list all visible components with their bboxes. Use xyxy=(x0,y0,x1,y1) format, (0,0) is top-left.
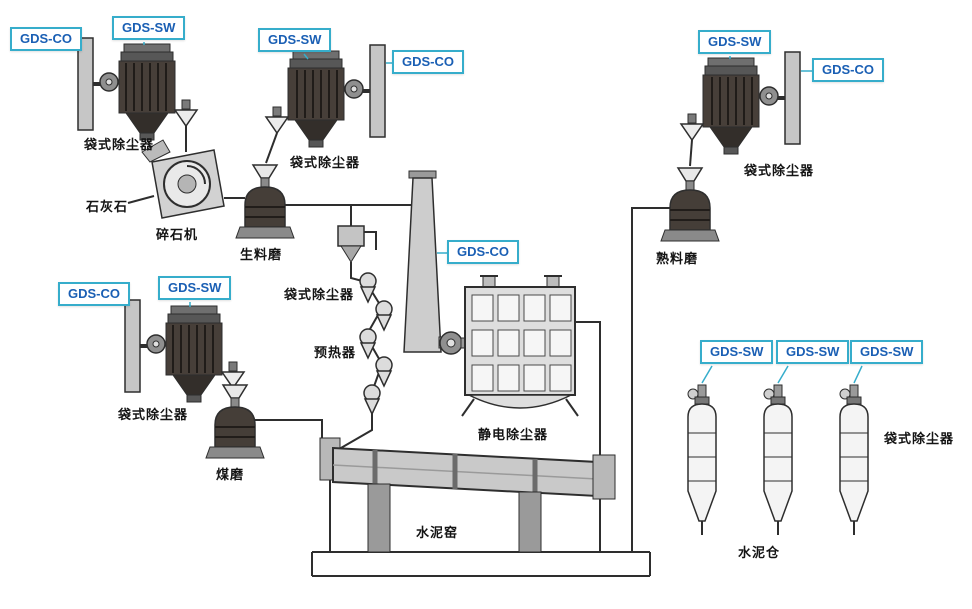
sensor-box-gds-sw-1: GDS-SW xyxy=(112,16,186,41)
bag-filter-3-drawing xyxy=(337,225,365,263)
label-bag-filter-4: 袋式除尘器 xyxy=(744,163,815,178)
bag-filter-2-drawing xyxy=(264,43,387,149)
label-limestone: 石灰石 xyxy=(86,199,129,214)
kiln-stack-drawing xyxy=(403,170,467,355)
coal-mill-drawing xyxy=(205,384,265,459)
label-clinker-mill: 熟料磨 xyxy=(656,251,699,266)
sensor-box-gds-sw-5: GDS-SW xyxy=(700,340,774,365)
label-crusher: 碎石机 xyxy=(156,227,199,242)
sensor-box-gds-co-4: GDS-CO xyxy=(447,240,519,265)
crusher-drawing xyxy=(141,139,225,219)
clinker-mill-drawing xyxy=(660,167,720,242)
label-esp: 静电除尘器 xyxy=(478,427,549,442)
esp-drawing xyxy=(461,275,579,417)
label-bag-filter-2: 袋式除尘器 xyxy=(290,155,361,170)
sensor-box-gds-sw-2: GDS-SW xyxy=(258,28,332,53)
sensor-box-gds-co-2: GDS-CO xyxy=(392,50,464,75)
cement-silo-2-drawing xyxy=(763,384,793,536)
preheater-drawing xyxy=(359,272,393,415)
bag-filter-1-drawing xyxy=(76,36,199,142)
label-bag-filter-6: 袋式除尘器 xyxy=(884,431,955,446)
label-raw-mill: 生料磨 xyxy=(240,247,283,262)
label-coal-mill: 煤磨 xyxy=(216,467,245,482)
label-bag-filter-5: 袋式除尘器 xyxy=(118,407,189,422)
cement-silo-3-drawing xyxy=(839,384,869,536)
sensor-box-gds-sw-7: GDS-SW xyxy=(850,340,924,365)
label-kiln: 水泥窑 xyxy=(416,525,459,540)
sensor-box-gds-co-5: GDS-CO xyxy=(58,282,130,307)
cement-silo-1-drawing xyxy=(687,384,717,536)
sensor-box-gds-sw-3: GDS-SW xyxy=(698,30,772,55)
sensor-box-gds-sw-6: GDS-SW xyxy=(776,340,850,365)
label-cement-silo: 水泥仓 xyxy=(738,545,781,560)
sensor-box-gds-co-1: GDS-CO xyxy=(10,27,82,52)
sensor-box-gds-co-3: GDS-CO xyxy=(812,58,884,83)
sensor-box-gds-sw-4: GDS-SW xyxy=(158,276,232,301)
label-preheater: 预热器 xyxy=(314,345,357,360)
bag-filter-4-drawing xyxy=(679,50,802,156)
sensor-leader-lines xyxy=(73,39,863,384)
label-bag-filter-1: 袋式除尘器 xyxy=(84,137,155,152)
label-bag-filter-3: 袋式除尘器 xyxy=(284,287,355,302)
raw-mill-drawing xyxy=(235,164,295,239)
kiln-drawing xyxy=(319,437,616,553)
